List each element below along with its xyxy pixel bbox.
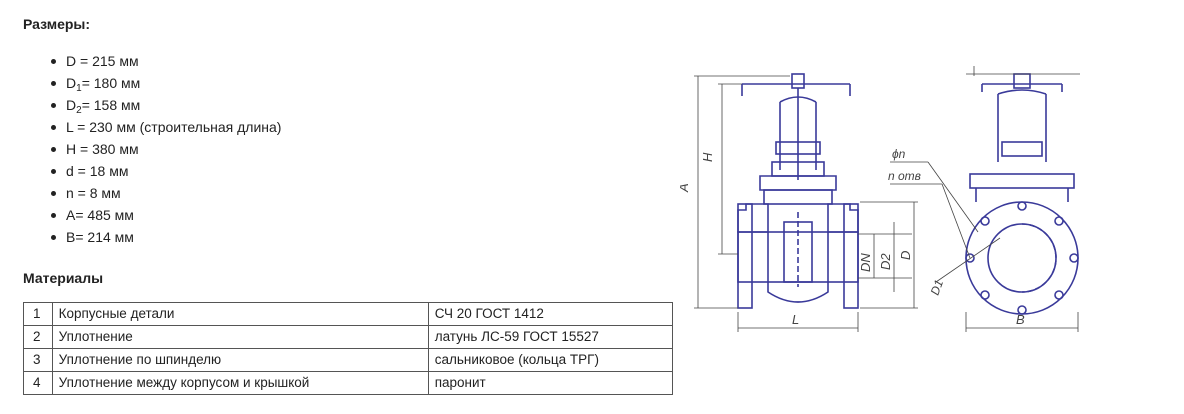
- dimension-item: B= 214 мм: [26, 226, 281, 248]
- dimension-value: = 18 мм: [73, 163, 129, 179]
- dimension-symbol: D: [66, 97, 77, 113]
- dimension-symbol: B: [66, 229, 76, 245]
- part-name: Уплотнение по шпинделю: [51, 348, 429, 372]
- label-DN: DN: [858, 253, 873, 272]
- row-number: 3: [23, 348, 53, 372]
- label-A: A: [680, 183, 691, 193]
- front-dimension-labels: A H L DN D2 D: [680, 152, 913, 327]
- dimension-value: = 485 мм: [75, 207, 134, 223]
- dimension-symbol: A: [66, 207, 76, 223]
- material-name: латунь ЛС-59 ГОСТ 15527: [427, 325, 674, 349]
- dimension-item: H = 380 мм: [26, 138, 281, 160]
- label-phi-n: ϕn: [892, 147, 906, 161]
- dimensions-list: D = 215 мм D1= 180 мм D2= 158 мм L = 230…: [26, 50, 281, 248]
- dimension-symbol: D: [66, 75, 77, 91]
- handwheel: [741, 83, 851, 96]
- table-row: 4 Уплотнение между корпусом и крышкой па…: [23, 371, 674, 395]
- table-row: 1 Корпусные детали СЧ 20 ГОСТ 1412: [23, 302, 674, 326]
- dimension-value: = 215 мм: [76, 53, 139, 69]
- dimensions-heading: Размеры:: [23, 16, 91, 32]
- dimension-value: = 214 мм: [75, 229, 134, 245]
- part-name: Корпусные детали: [51, 302, 429, 326]
- dimension-item: D2= 158 мм: [26, 94, 281, 116]
- dimension-subscript: 1: [76, 83, 82, 94]
- dimension-value: = 8 мм: [73, 185, 121, 201]
- dimension-item: L = 230 мм (строительная длина): [26, 116, 281, 138]
- valve-front-view: [737, 73, 859, 309]
- dimension-value: = 158 мм: [81, 97, 141, 113]
- dimension-symbol: H: [66, 141, 77, 157]
- dimension-symbol: n: [66, 185, 74, 201]
- dimension-value: = 380 мм: [76, 141, 139, 157]
- flange-circle: [965, 201, 1079, 315]
- row-number: 4: [23, 371, 53, 395]
- table-row: 2 Уплотнение латунь ЛС-59 ГОСТ 15527: [23, 325, 674, 349]
- label-B: B: [1016, 312, 1025, 327]
- dimension-item: A= 485 мм: [26, 204, 281, 226]
- dimension-subscript: 2: [76, 105, 82, 116]
- label-D1: D1: [928, 278, 946, 297]
- part-name: Уплотнение: [51, 325, 429, 349]
- dimension-symbol: d: [66, 163, 74, 179]
- materials-heading: Материалы: [23, 270, 104, 286]
- side-dimension-lines: [890, 66, 1080, 332]
- valve-side-view: [965, 73, 1079, 315]
- label-D: D: [898, 251, 913, 260]
- part-name: Уплотнение между корпусом и крышкой: [51, 371, 429, 395]
- label-D2: D2: [878, 253, 893, 270]
- dimension-symbol: L: [66, 119, 74, 135]
- label-n-otv: n отв: [888, 169, 921, 183]
- front-dimension-lines: [694, 75, 918, 332]
- row-number: 2: [23, 325, 53, 349]
- gate-valve-drawing: A H L DN D2 D ϕn n: [680, 66, 1080, 332]
- material-name: СЧ 20 ГОСТ 1412: [427, 302, 674, 326]
- dimension-value: = 180 мм: [81, 75, 141, 91]
- table-row: 3 Уплотнение по шпинделю сальниковое (ко…: [23, 348, 674, 372]
- dimension-value: = 230 мм (строительная длина): [73, 119, 282, 135]
- row-number: 1: [23, 302, 53, 326]
- label-L: L: [792, 312, 799, 327]
- dimension-item: d = 18 мм: [26, 160, 281, 182]
- dimension-item: D = 215 мм: [26, 50, 281, 72]
- label-H: H: [700, 152, 715, 162]
- dimension-item: D1= 180 мм: [26, 72, 281, 94]
- material-name: паронит: [427, 371, 674, 395]
- dimension-item: n = 8 мм: [26, 182, 281, 204]
- side-dimension-labels: ϕn n отв D1 B: [888, 147, 1025, 327]
- material-name: сальниковое (кольца ТРГ): [427, 348, 674, 372]
- materials-table: 1 Корпусные детали СЧ 20 ГОСТ 1412 2 Упл…: [23, 302, 674, 395]
- dimension-symbol: D: [66, 53, 77, 69]
